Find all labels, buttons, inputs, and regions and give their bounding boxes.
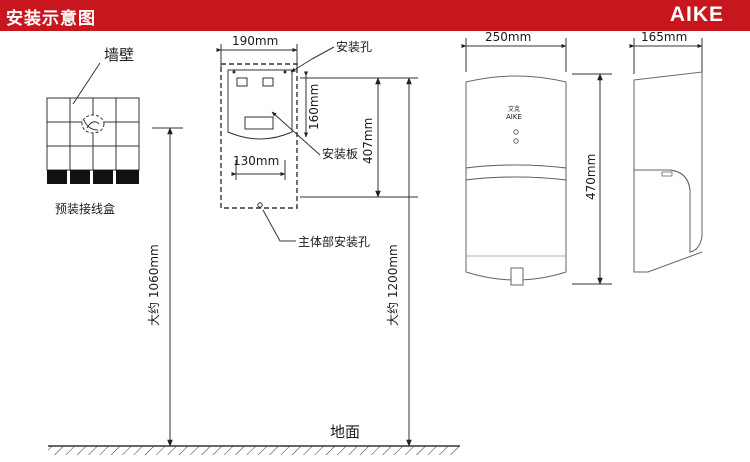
floor-label: 地面 (330, 423, 360, 441)
floor-hatch (48, 446, 460, 455)
plate-center-slot (244, 116, 274, 130)
mounting-plate-label: 安装板 (322, 146, 358, 161)
mounting-hole-leader (311, 46, 335, 60)
header-bar: 安装示意图 AIKE (0, 0, 750, 31)
junction-box-icon (81, 114, 105, 134)
brand-logo: AIKE (669, 3, 724, 26)
plate-hole-left (232, 70, 236, 74)
dryer-front-view (465, 75, 567, 286)
mounting-plate-arrow (271, 111, 321, 156)
plate-hole-right (283, 70, 287, 74)
dryer-side-view (633, 71, 703, 273)
mounting-hole-arrow (290, 58, 313, 73)
front-width-label: 250mm (485, 31, 531, 44)
plate-slot-right (262, 77, 274, 87)
mounting-plate (227, 69, 293, 140)
body-hole-leader (262, 209, 296, 242)
junction-box-label: 预装接线盒 (55, 201, 115, 216)
plate-width-label: 190mm (232, 34, 278, 48)
total-height-label: 470mm (584, 154, 598, 200)
wall-leader-line (72, 62, 101, 105)
product-brand-cn: 艾克 (508, 105, 520, 113)
side-depth-label: 165mm (641, 31, 687, 44)
plate-slot-left (236, 77, 248, 87)
plate-height-label: 大约 1200mm (385, 244, 400, 326)
wall-label: 墙壁 (104, 46, 134, 64)
mounting-hole-label: 安装孔 (336, 39, 372, 54)
installation-area-outline (220, 63, 298, 209)
plate-to-body-hole-label: 407mm (361, 118, 375, 164)
wall-tile-grid (46, 97, 140, 184)
plate-hole-spacing-label: 130mm (233, 154, 279, 168)
plate-hole-height-label: 160mm (307, 84, 321, 130)
box-height-label: 大约 1060mm (146, 244, 161, 326)
body-mounting-hole (257, 202, 263, 208)
product-brand: AIKE (506, 113, 522, 121)
installation-diagram: 墙壁 预装接线盒 大约 1060mm 190mm 160mm 130mm 安装孔… (46, 31, 703, 455)
body-mounting-hole-label: 主体部安装孔 (298, 234, 370, 249)
page-title: 安装示意图 (6, 9, 96, 29)
